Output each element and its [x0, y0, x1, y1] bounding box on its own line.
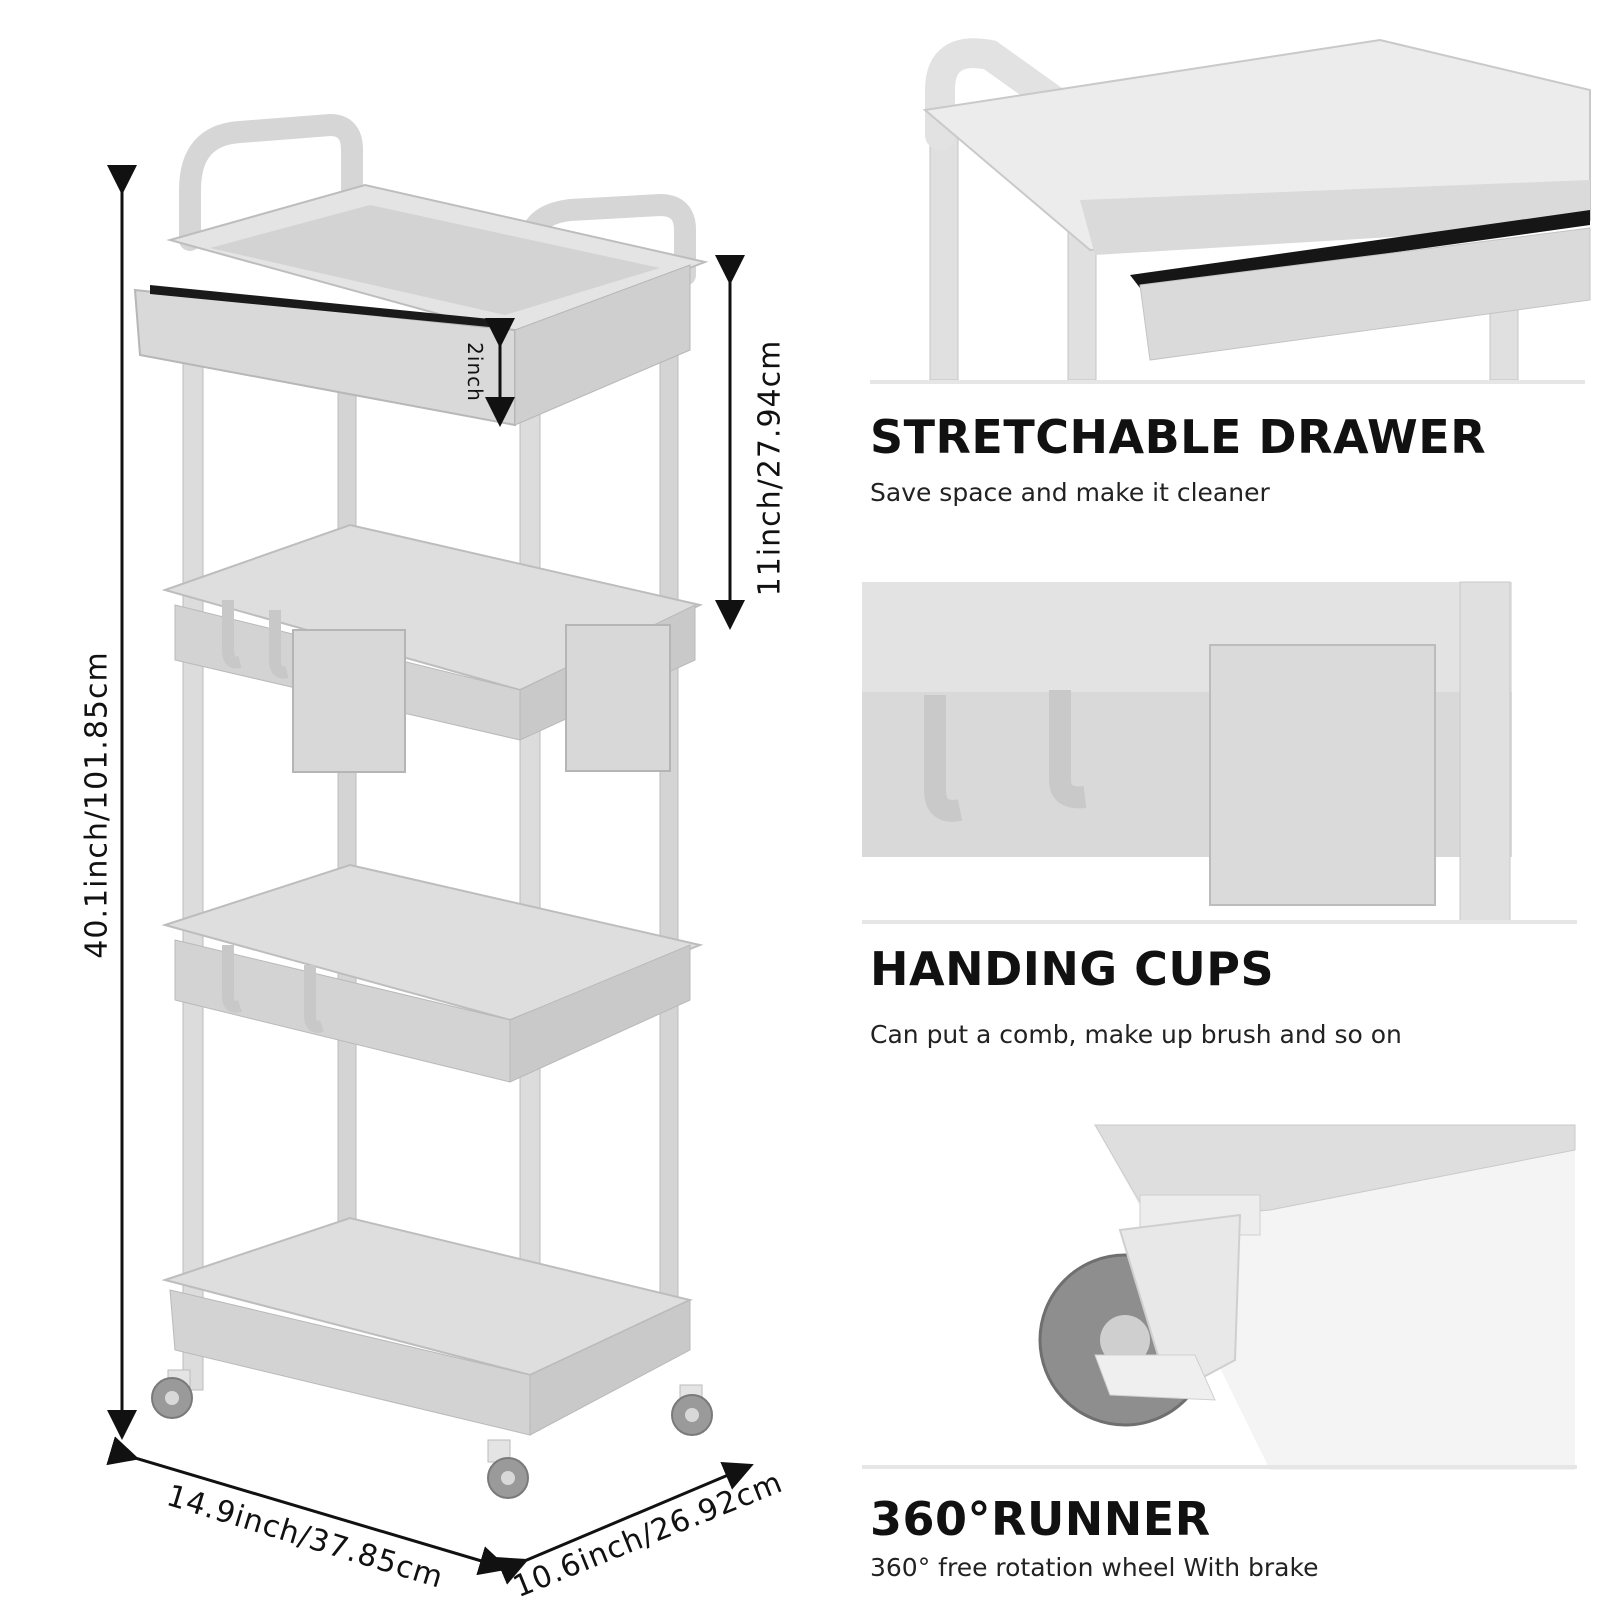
hook-icon: [304, 965, 324, 1033]
rolling-cart-image: [133, 113, 713, 1499]
feature-desc-drawer: Save space and make it cleaner: [870, 478, 1270, 507]
hanging-cups-detail-image: [862, 581, 1577, 924]
hook-icon: [222, 945, 242, 1013]
hook-icon: [269, 610, 289, 679]
height-dimension-label: 40.1inch/101.85cm: [79, 651, 115, 959]
front-left-pole: [182, 329, 204, 1391]
width-dimension-arrow: [106, 1436, 510, 1576]
tier-gap-dimension-label: 11inch/27.94cm: [752, 339, 788, 597]
wheel-detail-image: [862, 1124, 1577, 1470]
feature-desc-runner: 360° free rotation wheel With brake: [870, 1553, 1319, 1582]
feature-desc-cups: Can put a comb, make up brush and so on: [870, 1020, 1402, 1049]
feature-title-runner: 360°RUNNER: [870, 1492, 1211, 1546]
back-right-pole: [659, 259, 679, 1341]
drawer-detail-image: [870, 30, 1591, 385]
hook-icon: [222, 600, 242, 669]
drawer-depth-dimension-label: 2inch: [463, 342, 487, 402]
hanging-cup-right: [565, 624, 671, 772]
feature-title-cups: HANDING CUPS: [870, 942, 1275, 996]
caster-wheel-icon: [671, 1384, 713, 1436]
left-handle: [179, 113, 363, 251]
drawer-slot: [150, 285, 500, 328]
tier-3-basket: [161, 863, 704, 1022]
depth-dimension-arrow: [495, 1462, 754, 1585]
caster-wheel-icon: [487, 1439, 529, 1499]
feature-title-drawer: STRETCHABLE DRAWER: [870, 410, 1487, 464]
hanging-cup-left: [292, 629, 406, 773]
caster-wheel-icon: [151, 1369, 193, 1419]
